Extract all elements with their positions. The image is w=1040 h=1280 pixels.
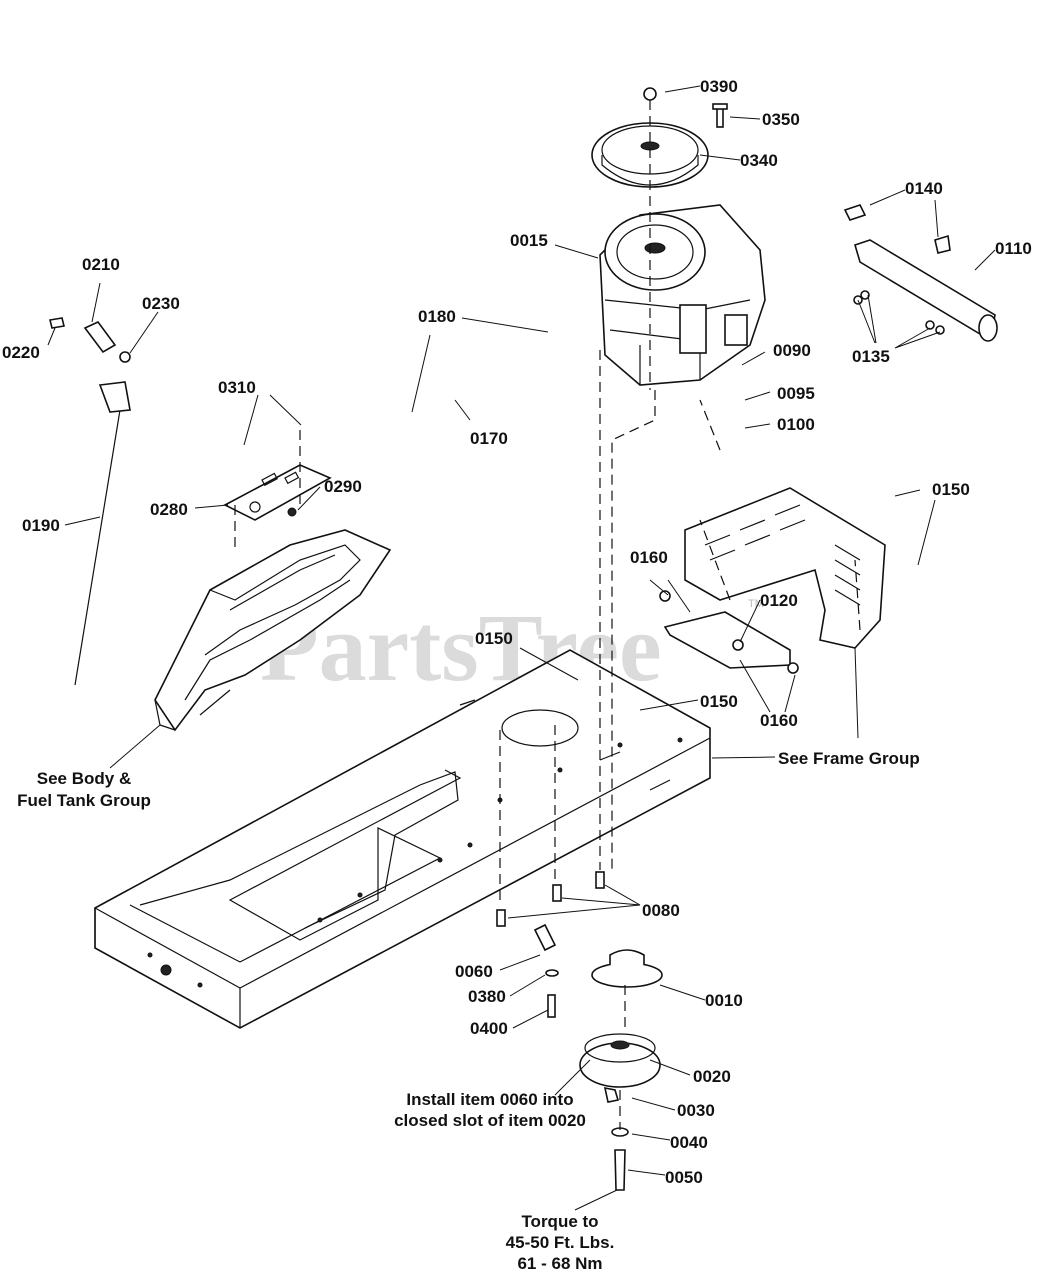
- callout-0020: 0020: [693, 1067, 731, 1086]
- note-body-line2: Fuel Tank Group: [17, 791, 151, 810]
- callout-0160-top: 0160: [630, 548, 668, 567]
- callout-0160-bottom: 0160: [760, 711, 798, 730]
- alignment-lines: [234, 100, 861, 1130]
- heat-shield: [684, 487, 886, 649]
- engine-top-hardware: [643, 87, 728, 128]
- mount-bracket: [659, 590, 799, 674]
- callout-0040: 0040: [670, 1133, 708, 1152]
- callout-0230: 0230: [142, 294, 180, 313]
- body-fuel-tank: [154, 529, 392, 732]
- callout-0190: 0190: [22, 516, 60, 535]
- note-torque-line1: Torque to: [521, 1212, 598, 1231]
- callout-0080: 0080: [642, 901, 680, 920]
- callout-0110: 0110: [995, 239, 1032, 258]
- callout-0390: 0390: [700, 77, 738, 96]
- note-install-line2: closed slot of item 0020: [394, 1111, 586, 1130]
- lift-rod: [49, 317, 131, 686]
- diagram-notes: See Body & Fuel Tank Group See Frame Gro…: [17, 749, 920, 1273]
- mount-hardware: [496, 871, 605, 1018]
- callout-0310: 0310: [218, 378, 256, 397]
- callout-0135: 0135: [852, 347, 890, 366]
- callout-0050: 0050: [665, 1168, 703, 1187]
- note-torque-line3: 61 - 68 Nm: [517, 1254, 602, 1273]
- frame-chassis: [94, 649, 711, 1029]
- callout-0010: 0010: [705, 991, 743, 1010]
- callout-0095: 0095: [777, 384, 815, 403]
- pto-clutch-stack: [579, 949, 663, 1191]
- callout-0030: 0030: [677, 1101, 715, 1120]
- callout-0150-right: 0150: [932, 480, 970, 499]
- callout-0090: 0090: [773, 341, 811, 360]
- note-body-line1: See Body &: [37, 769, 131, 788]
- callout-0150-middle: 0150: [700, 692, 738, 711]
- dash-plate: [223, 464, 332, 521]
- callout-0280: 0280: [150, 500, 188, 519]
- note-install-line1: Install item 0060 into: [406, 1090, 573, 1109]
- engine: [599, 204, 766, 386]
- callout-0340: 0340: [740, 151, 778, 170]
- callout-0170: 0170: [470, 429, 508, 448]
- note-frame-group: See Frame Group: [778, 749, 920, 768]
- callout-0220: 0220: [2, 343, 40, 362]
- callout-0120: 0120: [760, 591, 798, 610]
- muffler: [843, 204, 998, 342]
- callout-0350: 0350: [762, 110, 800, 129]
- callout-0380: 0380: [468, 987, 506, 1006]
- callout-0290: 0290: [324, 477, 362, 496]
- callout-0100: 0100: [777, 415, 815, 434]
- callout-0015: 0015: [510, 231, 548, 250]
- callout-0180: 0180: [418, 307, 456, 326]
- note-torque-line2: 45-50 Ft. Lbs.: [506, 1233, 615, 1252]
- callout-0210: 0210: [82, 255, 120, 274]
- leader-lines: [47, 85, 996, 1211]
- callout-0140: 0140: [905, 179, 943, 198]
- callout-0060: 0060: [455, 962, 493, 981]
- callout-labels: 0390 0350 0340 0015 0140 0110 0135 0210 …: [2, 77, 1032, 1187]
- callout-0150-left: 0150: [475, 629, 513, 648]
- callout-0400: 0400: [470, 1019, 508, 1038]
